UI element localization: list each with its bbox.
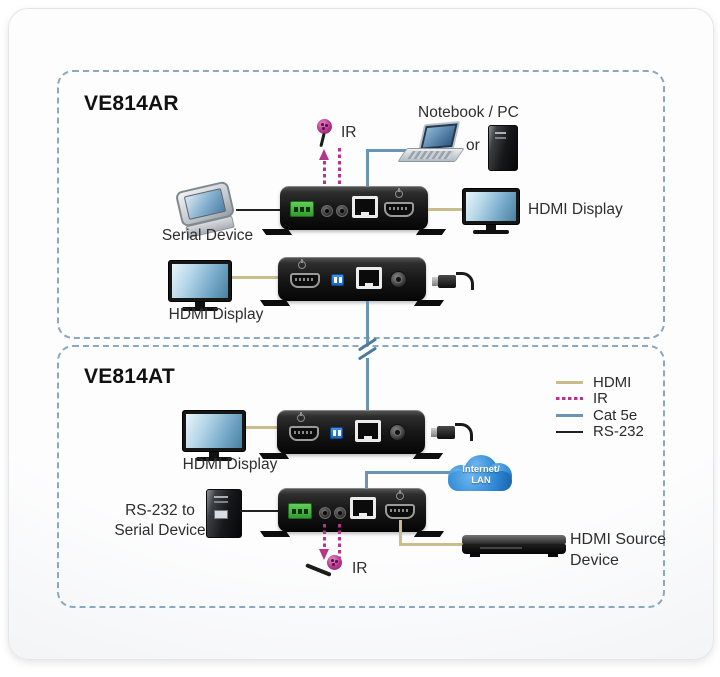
desktop-pc-icon bbox=[488, 125, 518, 171]
legend-rs232-line bbox=[556, 430, 583, 433]
legend-hdmi-line bbox=[556, 380, 583, 384]
legend-item-hdmi: HDMI bbox=[556, 373, 644, 391]
power-led-icon bbox=[396, 490, 404, 500]
group-title-ve814ar: VE814AR bbox=[84, 92, 179, 115]
ir-in-jack bbox=[334, 507, 346, 519]
hdmi-port bbox=[289, 426, 319, 441]
lan-port bbox=[350, 497, 376, 519]
power-led-icon bbox=[298, 259, 306, 269]
hdmi-display-label-1: HDMI Display bbox=[528, 201, 623, 218]
notebook-pc-label: Notebook / PC bbox=[418, 104, 519, 121]
ir-top-label: IR bbox=[341, 124, 357, 141]
ir-in-jack bbox=[336, 205, 348, 217]
cat5e-line-transmitter-up bbox=[365, 474, 368, 489]
or-label: or bbox=[466, 137, 480, 154]
lan-port bbox=[352, 196, 378, 218]
cat5e-line-to-notebook bbox=[366, 149, 420, 152]
ve814at-unit-1 bbox=[277, 410, 425, 454]
ir-out-jack bbox=[321, 205, 333, 217]
ve814ar-unit-1 bbox=[280, 186, 428, 230]
lan-port bbox=[355, 420, 381, 442]
hdmi-line-source-v bbox=[399, 520, 402, 546]
ir-receiver-icon bbox=[327, 555, 342, 570]
hdmi-source-device-label: HDMI Source Device bbox=[570, 531, 667, 569]
hdmi-out-port bbox=[384, 202, 414, 217]
internet-lan-cloud-icon: Internet/ LAN bbox=[446, 455, 516, 495]
legend-ir-label: IR bbox=[593, 390, 608, 407]
hdmi-display-label-3: HDMI Display bbox=[182, 456, 278, 473]
group-box-ve814ar bbox=[57, 70, 665, 339]
hdmi-display-icon-1 bbox=[462, 188, 520, 234]
cat5e-line-to-cloud bbox=[365, 471, 460, 474]
legend: HDMI IR Cat 5e RS-232 bbox=[556, 373, 644, 440]
ir-line-in bbox=[338, 148, 341, 191]
hdmi-display-icon-3 bbox=[182, 410, 246, 461]
ir-out-jack bbox=[319, 507, 331, 519]
dip-switch bbox=[331, 274, 344, 286]
legend-item-ir: IR bbox=[556, 390, 644, 407]
hdmi-line-source-h bbox=[399, 543, 467, 546]
hdmi-port bbox=[290, 273, 320, 288]
rs232-line-tower-to-transmitter bbox=[240, 510, 278, 512]
cat5e-trunk-lower bbox=[366, 358, 369, 410]
hdmi-line-receiver-display bbox=[428, 208, 462, 211]
legend-cat5e-label: Cat 5e bbox=[593, 406, 638, 424]
hdmi-display-icon-2 bbox=[168, 260, 232, 311]
legend-hdmi-label: HDMI bbox=[593, 373, 632, 391]
dc-power-jack bbox=[390, 271, 407, 288]
power-led-icon bbox=[395, 188, 403, 198]
cat5e-line-receiver-up bbox=[366, 151, 369, 186]
serial-terminal-port bbox=[288, 503, 312, 519]
ir-arrow-up bbox=[319, 149, 329, 160]
rs232-serial-device-label: RS-232 to Serial Device bbox=[114, 502, 206, 540]
legend-cat5e-line bbox=[556, 413, 583, 417]
dip-switch bbox=[330, 427, 343, 439]
hdmi-line-display-receiver2 bbox=[232, 276, 278, 279]
internet-lan-label: Internet/ LAN bbox=[462, 464, 500, 486]
ir-line-in-bottom bbox=[338, 524, 341, 558]
diagram-card bbox=[8, 8, 714, 660]
ir-line-out-bottom bbox=[323, 524, 326, 550]
legend-item-rs232: RS-232 bbox=[556, 423, 644, 440]
ir-line-out bbox=[323, 161, 326, 205]
legend-rs232-label: RS-232 bbox=[593, 423, 644, 440]
power-led-icon bbox=[297, 412, 305, 422]
dc-power-jack bbox=[389, 424, 406, 441]
ir-arrow-down-bottom bbox=[319, 549, 329, 560]
serial-terminal-port bbox=[290, 201, 314, 217]
rs232-line-serial-to-receiver bbox=[236, 209, 280, 211]
legend-ir-line bbox=[556, 397, 583, 400]
serial-device-label: Serial Device bbox=[161, 227, 254, 244]
ve814ar-unit-2 bbox=[278, 257, 426, 301]
lan-port bbox=[356, 267, 382, 289]
group-title-ve814at: VE814AT bbox=[84, 365, 175, 388]
hdmi-display-label-2: HDMI Display bbox=[168, 306, 264, 323]
legend-item-cat5e: Cat 5e bbox=[556, 406, 644, 424]
ir-emitter-icon bbox=[317, 119, 332, 134]
ve814at-unit-2 bbox=[278, 488, 426, 532]
cat5e-trunk-upper bbox=[366, 301, 369, 346]
serial-tower-icon bbox=[206, 489, 242, 538]
hdmi-in-port bbox=[385, 504, 415, 519]
hdmi-line-display-unit3 bbox=[246, 426, 277, 429]
ir-bottom-label: IR bbox=[352, 560, 368, 577]
